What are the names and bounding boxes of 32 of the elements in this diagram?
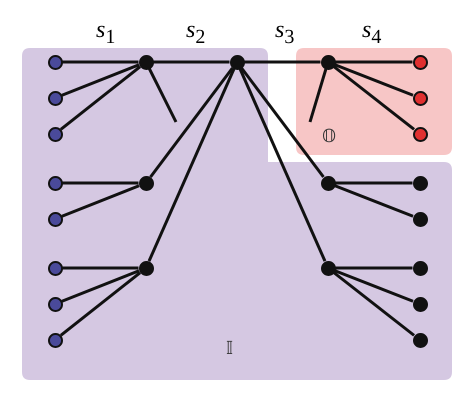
tree-edge — [244, 60, 320, 64]
set-label: 𝕆 — [322, 128, 336, 146]
tree-edge — [336, 60, 412, 64]
tree-edge — [334, 184, 414, 218]
tree-edge — [238, 68, 326, 262]
level-label: s$_{1}$ — [96, 18, 116, 47]
tree-edge — [334, 269, 414, 303]
set-region — [296, 48, 452, 155]
tree-edge — [61, 63, 140, 97]
tree-edge — [148, 68, 178, 123]
tree-edge — [149, 67, 234, 178]
tree-edge — [148, 68, 236, 262]
tree-edge — [61, 184, 140, 218]
tree-edge — [332, 65, 416, 131]
tree-edge — [154, 60, 230, 64]
tree-edge — [62, 60, 138, 64]
tree-edge — [240, 67, 325, 178]
set-region — [22, 48, 452, 380]
tree-edge — [62, 266, 138, 270]
tree-edge — [61, 269, 140, 303]
level-label: s$_{3}$ — [275, 18, 294, 47]
tree-edge — [308, 68, 328, 122]
level-label: s$_{4}$ — [362, 18, 382, 47]
tree-edge — [60, 65, 142, 131]
tree-edge — [336, 182, 412, 184]
level-label: s$_{2}$ — [186, 18, 206, 47]
set-label: 𝕀 — [226, 340, 234, 358]
tree-edge — [62, 182, 138, 184]
tree-edge — [332, 271, 416, 337]
tree-edge — [334, 63, 414, 97]
tree-edge — [60, 271, 142, 337]
tree-edge — [336, 266, 412, 270]
